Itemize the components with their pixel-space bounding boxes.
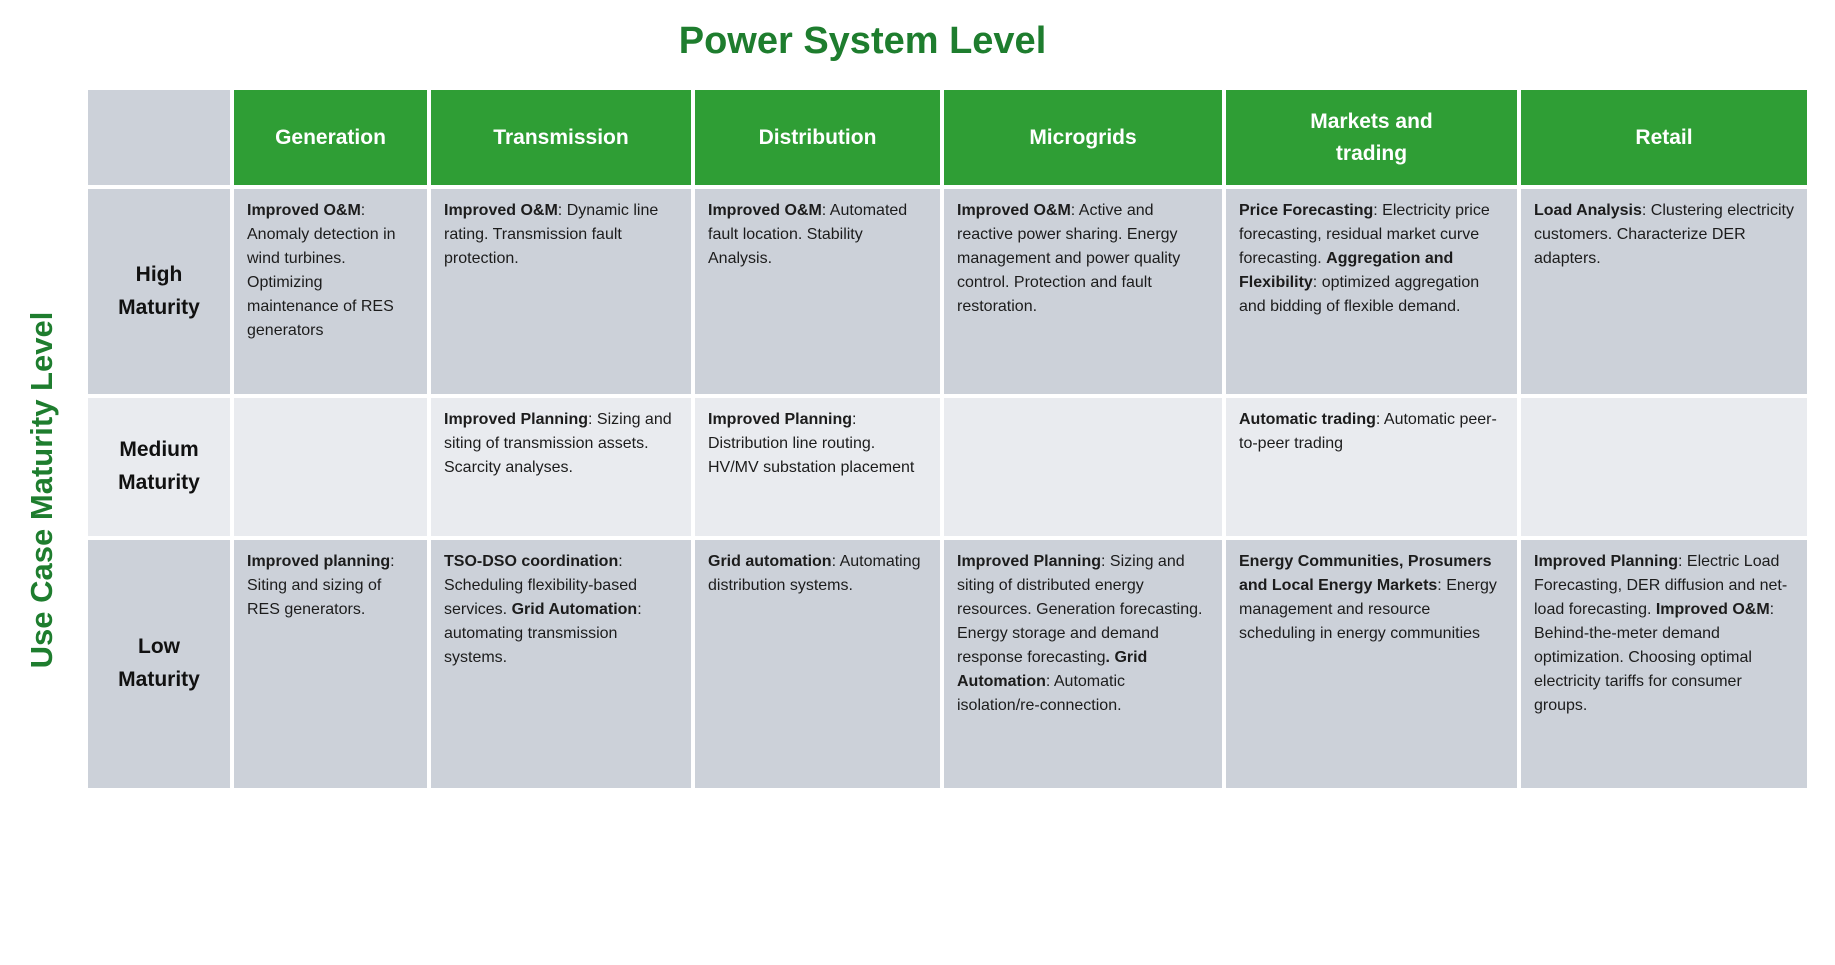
cell-high-maturity-microgrids: Improved O&M: Active and reactive power …: [944, 189, 1222, 394]
cell-low-maturity-microgrids: Improved Planning: Sizing and siting of …: [944, 540, 1222, 788]
page-title: Power System Level: [678, 20, 1047, 62]
cell-text: : Automatic peer-to-peer trading: [1239, 411, 1497, 452]
column-header-retail: Retail: [1521, 90, 1807, 185]
cell-text: : Sizing and siting of distributed energ…: [957, 553, 1203, 666]
cell-text: : automating transmission systems.: [444, 601, 642, 666]
cell-text-bold: Improved O&M: [957, 202, 1071, 219]
cell-text: : optimized aggregation and bidding of f…: [1239, 274, 1480, 315]
column-header-distribution: Distribution: [695, 90, 940, 185]
cell-text: : Siting and sizing of RES generators.: [247, 553, 395, 618]
cell-high-maturity-retail: Load Analysis: Clustering electricity cu…: [1521, 189, 1807, 394]
cell-text-bold: Energy Communities, Prosumers and Local …: [1239, 553, 1492, 594]
cell-text-bold: Grid Automation: [957, 649, 1148, 690]
cell-text-bold: Grid Automation: [511, 601, 638, 618]
cell-text-bold: Automatic trading: [1239, 411, 1376, 428]
cell-text: : Electricity price forecasting, residua…: [1239, 202, 1490, 267]
cell-text: : Automated fault location. Stability An…: [708, 202, 908, 267]
y-axis-label: Use Case Maturity Level: [24, 311, 59, 669]
cell-text: : Behind-the-meter demand optimization. …: [1534, 601, 1775, 714]
cell-low-maturity-markets-and-trading: Energy Communities, Prosumers and Local …: [1226, 540, 1517, 788]
cell-text-bold: Improved Planning: [708, 411, 853, 428]
cell-medium-maturity-retail: [1521, 398, 1807, 536]
cell-text: : Energy management and resource schedul…: [1239, 577, 1497, 642]
cell-text-bold: Load Analysis: [1534, 202, 1642, 219]
cell-low-maturity-generation: Improved planning: Siting and sizing of …: [234, 540, 427, 788]
row-label-medium-maturity: Medium Maturity: [88, 398, 230, 536]
cell-text-bold: Improved O&M: [708, 202, 822, 219]
row-label-high-maturity: High Maturity: [88, 189, 230, 394]
cell-text-bold: Grid automation: [708, 553, 832, 570]
cell-text-bold: Improved O&M: [444, 202, 558, 219]
cell-text-bold: Improved Planning: [957, 553, 1102, 570]
cell-text: : Clustering electricity customers. Char…: [1534, 202, 1794, 267]
cell-text: : Sizing and siting of transmission asse…: [444, 411, 672, 476]
column-header-markets-and-trading: Markets and trading: [1226, 90, 1517, 185]
cell-medium-maturity-microgrids: [944, 398, 1222, 536]
cell-text-bold: Improved O&M: [1655, 601, 1770, 618]
cell-text: : Automatic isolation/re-connection.: [957, 673, 1126, 714]
cell-low-maturity-distribution: Grid automation: Automating distribution…: [695, 540, 940, 788]
cell-text-bold: Price Forecasting: [1239, 202, 1374, 219]
cell-text: : Electric Load Forecasting, DER diffusi…: [1534, 553, 1788, 618]
cell-text: : Active and reactive power sharing. Ene…: [957, 202, 1181, 315]
cell-high-maturity-generation: Improved O&M: Anomaly detection in wind …: [234, 189, 427, 394]
corner-cell: [88, 90, 230, 185]
cell-high-maturity-distribution: Improved O&M: Automated fault location. …: [695, 189, 940, 394]
column-header-generation: Generation: [234, 90, 427, 185]
cell-text: : Distribution line routing. HV/MV subst…: [708, 411, 915, 476]
cell-high-maturity-transmission: Improved O&M: Dynamic line rating. Trans…: [431, 189, 691, 394]
cell-text: : Scheduling flexibility-based services.: [444, 553, 637, 618]
cell-text-bold: Improved Planning: [444, 411, 589, 428]
column-header-microgrids: Microgrids: [944, 90, 1222, 185]
cell-medium-maturity-markets-and-trading: Automatic trading: Automatic peer-to-pee…: [1226, 398, 1517, 536]
cell-text: : Anomaly detection in wind turbines. Op…: [247, 202, 396, 339]
cell-text: : Automating distribution systems.: [708, 553, 921, 594]
cell-low-maturity-transmission: TSO-DSO coordination: Scheduling flexibi…: [431, 540, 691, 788]
column-header-transmission: Transmission: [431, 90, 691, 185]
cell-high-maturity-markets-and-trading: Price Forecasting: Electricity price for…: [1226, 189, 1517, 394]
cell-text: : Dynamic line rating. Transmission faul…: [444, 202, 659, 267]
row-label-low-maturity: Low Maturity: [88, 540, 230, 788]
cell-medium-maturity-generation: [234, 398, 427, 536]
cell-medium-maturity-transmission: Improved Planning: Sizing and siting of …: [431, 398, 691, 536]
cell-text-bold: Improved planning: [247, 553, 391, 570]
cell-medium-maturity-distribution: Improved Planning: Distribution line rou…: [695, 398, 940, 536]
cell-text-bold: TSO-DSO coordination: [444, 553, 619, 570]
cell-text-bold: .: [1105, 649, 1110, 666]
cell-low-maturity-retail: Improved Planning: Electric Load Forecas…: [1521, 540, 1807, 788]
cell-text-bold: Aggregation and Flexibility: [1239, 250, 1454, 291]
cell-text-bold: Improved Planning: [1534, 553, 1679, 570]
cell-text-bold: Improved O&M: [247, 202, 361, 219]
